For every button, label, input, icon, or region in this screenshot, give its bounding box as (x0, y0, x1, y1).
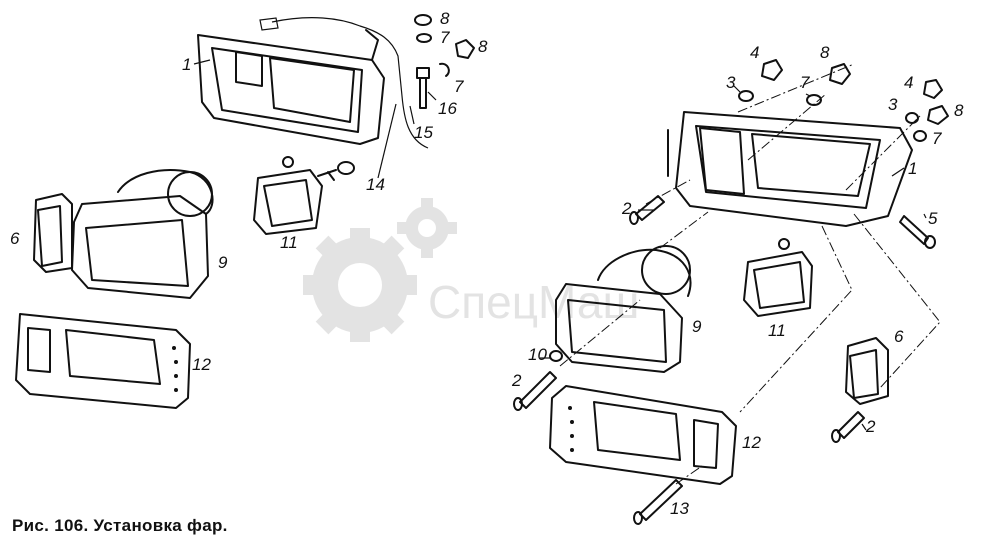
callout-headlamp-right: 9 (692, 317, 702, 336)
nuts-and-washers-top-left (414, 14, 475, 77)
fog-lamp-right (743, 238, 813, 317)
callout-washer7-a: 7 (440, 28, 450, 47)
callout-fog-left: 11 (280, 233, 298, 252)
fog-lamp-left (253, 156, 355, 235)
callout-nut8-d: 8 (954, 101, 964, 120)
callout-nut8-a: 8 (440, 9, 450, 28)
bolt-5 (899, 215, 936, 249)
gear-icon (303, 228, 417, 342)
small-gear-icon (397, 198, 457, 258)
mounting-frame-12-right (549, 385, 737, 485)
assembly-axis-lines (559, 63, 941, 485)
callout-fog-right: 11 (768, 321, 786, 340)
callout-nut-a: 4 (750, 43, 759, 62)
headlamp-left (71, 169, 214, 299)
callout-bolt16: 16 (438, 99, 457, 118)
callout-washer-a: 3 (726, 73, 736, 92)
callout-washer10: 10 (528, 345, 547, 364)
callout-frame12-right: 12 (742, 433, 761, 452)
watermark-text: СпецМаш (428, 276, 639, 328)
callout-nut8-c: 8 (820, 43, 830, 62)
turn-signal-right (845, 337, 889, 405)
screw-2-right (831, 411, 865, 443)
headlamp-right (555, 245, 692, 373)
callout-screw-b: 2 (511, 371, 522, 390)
watermark-logo: СпецМаш (303, 198, 639, 342)
callout-wire14: 14 (366, 175, 385, 194)
callout-washer-b: 3 (888, 95, 898, 114)
turn-signal-left (33, 193, 73, 273)
callout-bracket-left: 1 (908, 159, 917, 178)
callout-screw-a: 2 (621, 199, 632, 218)
callout-headlamp-left: 9 (218, 253, 228, 272)
callout-washer7-d: 7 (932, 129, 942, 148)
headlamp-frame-left (197, 17, 429, 149)
mounting-frame-12-left (15, 313, 191, 409)
callout-nut-b: 4 (904, 73, 913, 92)
screw-13 (633, 479, 683, 525)
callout-washer7-b: 7 (454, 77, 464, 96)
figure-caption: Рис. 106. Установка фар. (12, 516, 228, 535)
fasteners-right-top (738, 59, 949, 142)
bolt-16 (416, 67, 430, 109)
callout-turn-signal-right: 6 (894, 327, 904, 346)
callout-screw-c: 2 (865, 417, 876, 436)
callout-frame-left: 1 (182, 55, 191, 74)
callout-screw13: 13 (670, 499, 689, 518)
callout-bolt-right: 5 (928, 209, 938, 228)
callout-washer7-c: 7 (800, 73, 810, 92)
callout-nut8-b: 8 (478, 37, 488, 56)
callout-frame12-left: 12 (192, 355, 211, 374)
callout-turn-signal-left: 6 (10, 229, 20, 248)
leader-lines (193, 59, 927, 431)
headlamp-bracket-right (667, 111, 913, 227)
screw-2-lower (513, 350, 563, 411)
callout-clip15: 15 (414, 123, 433, 142)
